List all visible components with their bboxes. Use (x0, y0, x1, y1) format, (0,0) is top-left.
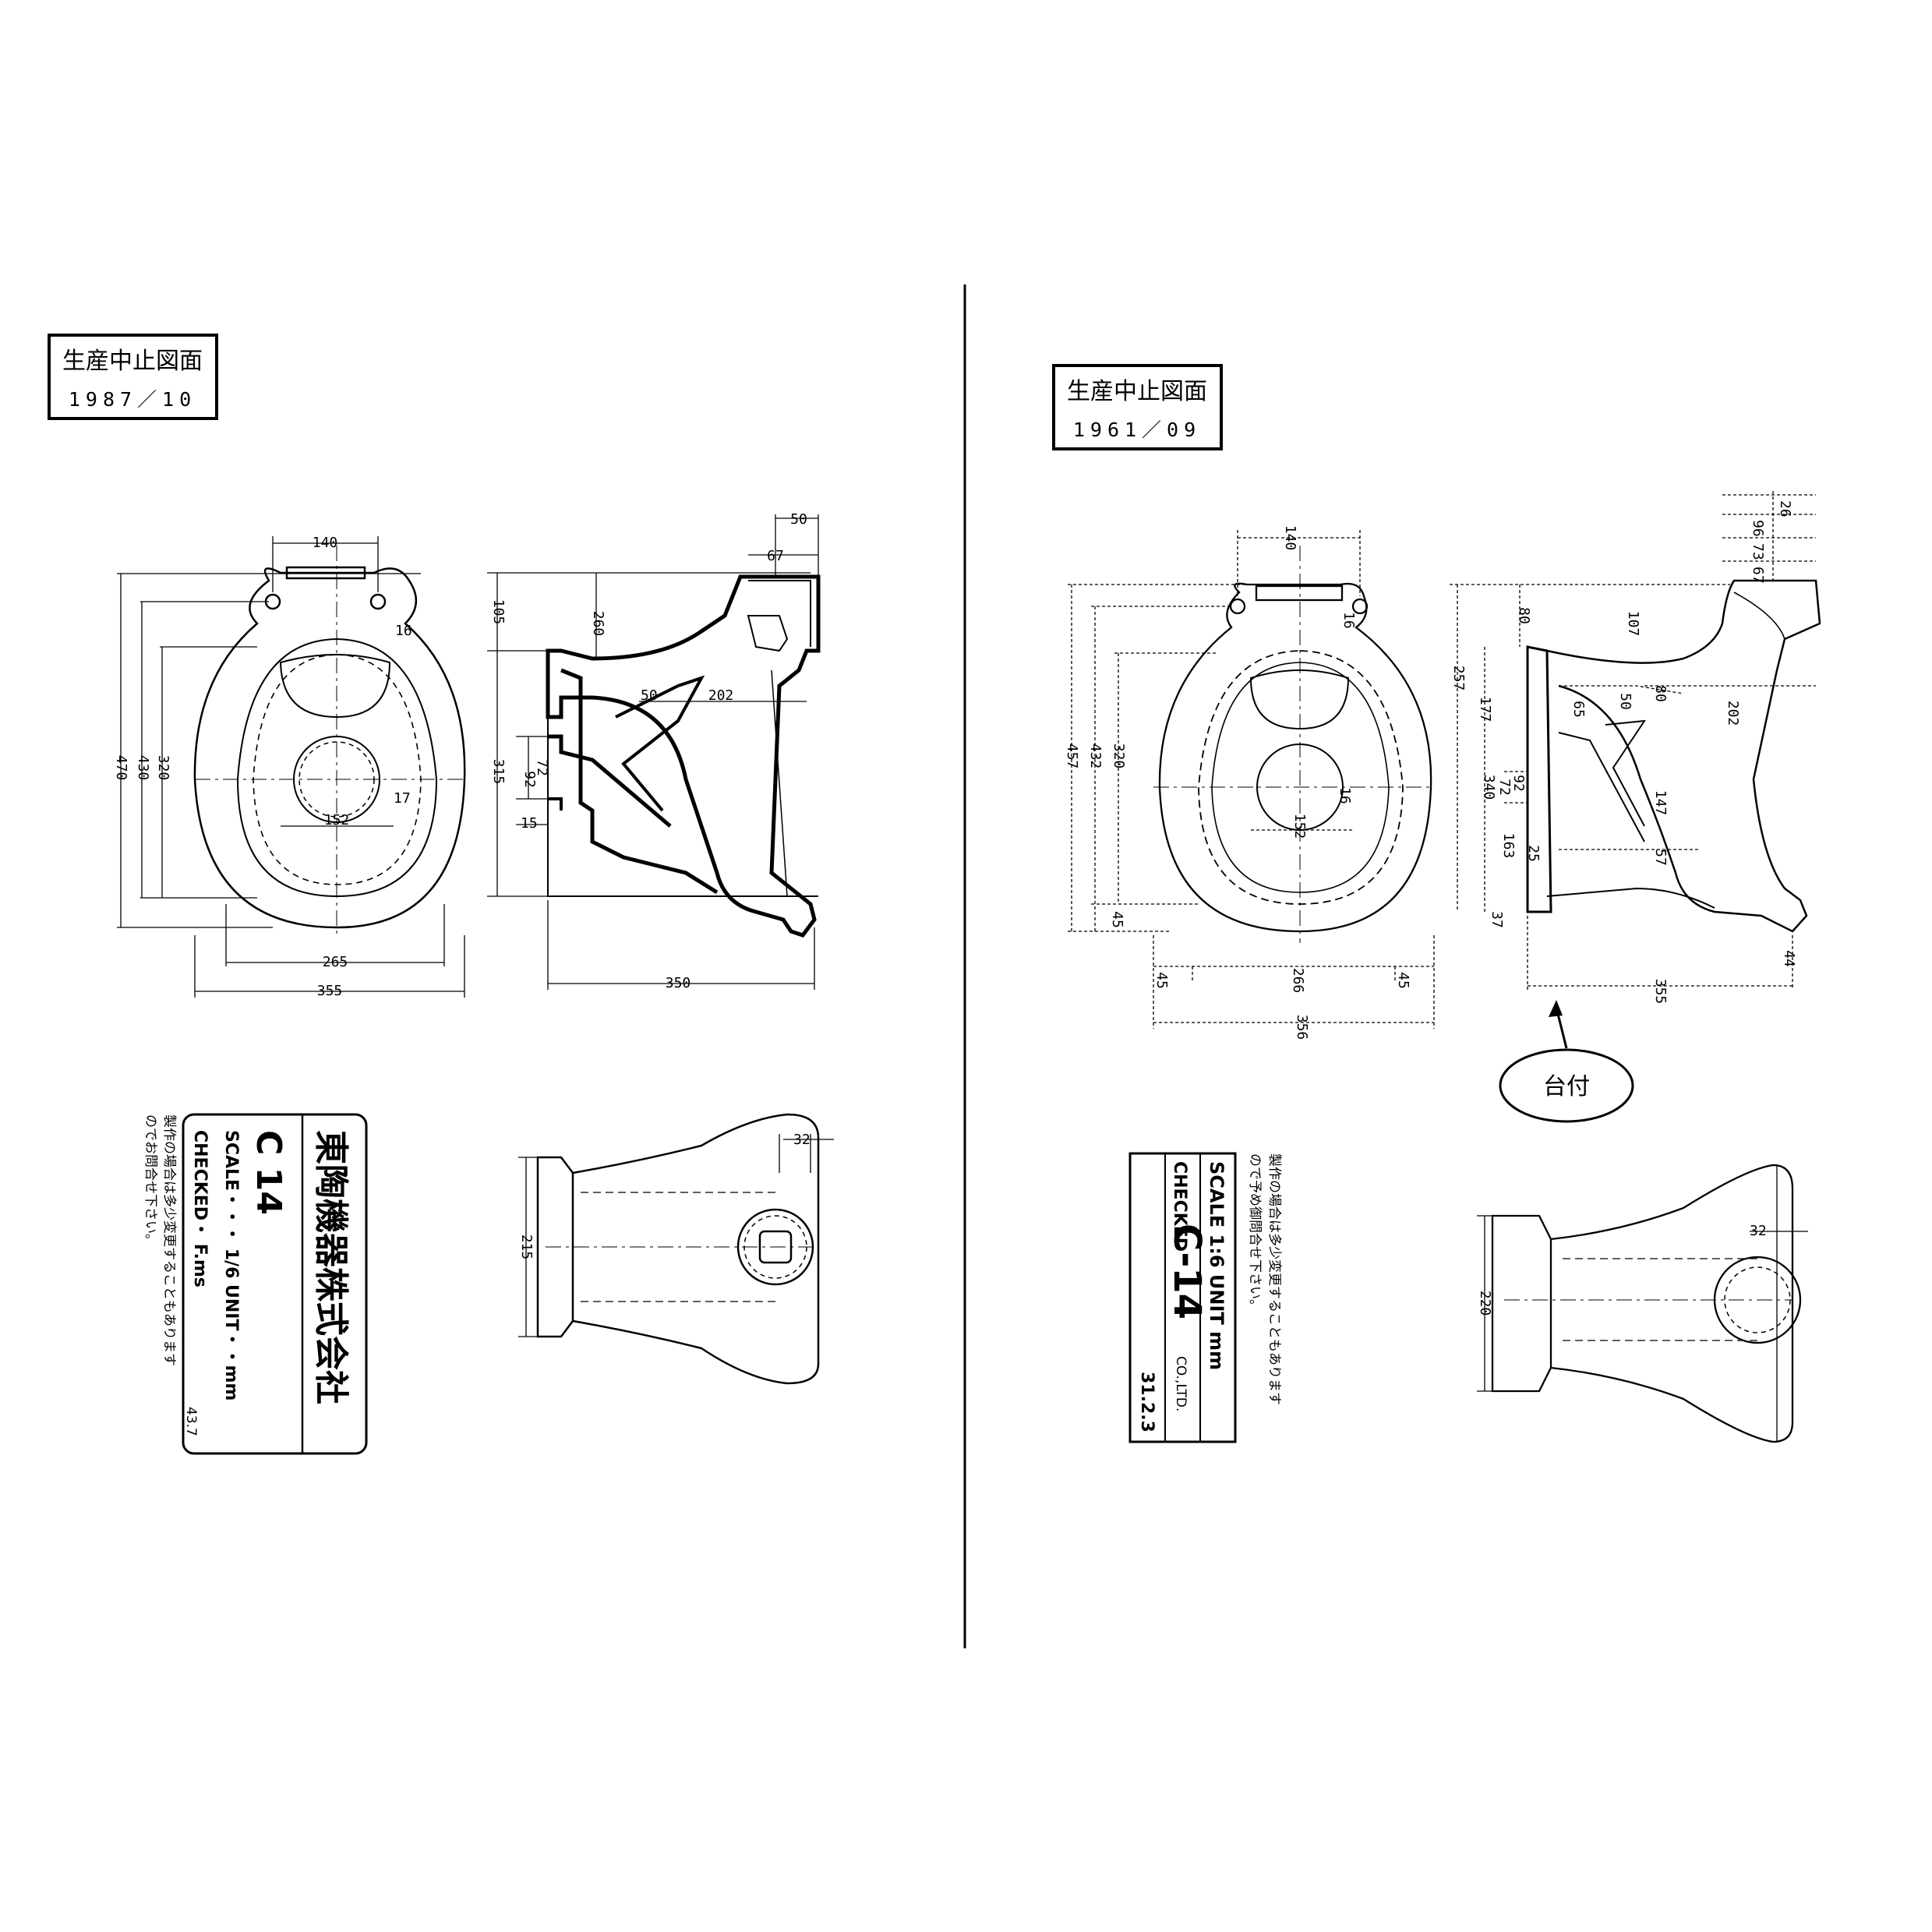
left-plan-view (193, 546, 466, 935)
dim-right-257: 257 (1450, 666, 1467, 691)
right-note-line1: 製作の場合は多少変更することもあります (1266, 1153, 1282, 1405)
right-plan-view (1153, 546, 1434, 943)
dim-right-45a: 45 (1109, 911, 1125, 928)
dim-right-340: 340 (1481, 775, 1497, 800)
right-model-number: C-14 (1165, 1224, 1209, 1319)
dim-right-45c: 45 (1395, 972, 1411, 989)
left-note-line1: 製作の場合は多少変更することもあります (161, 1114, 177, 1366)
dim-left-67: 67 (767, 548, 784, 564)
dim-right-266: 266 (1290, 968, 1306, 994)
left-discontinued-stamp: 生産中止図面 1987／10 (48, 334, 218, 420)
dim-right-457: 457 (1064, 743, 1080, 769)
dim-right-16b: 16 (1337, 787, 1353, 804)
dim-right-107: 107 (1625, 611, 1641, 637)
left-stamp-date: 1987／10 (69, 388, 196, 411)
dim-left-92: 92 (521, 771, 538, 788)
right-stamp-date: 1961／09 (1073, 419, 1201, 441)
dim-right-37: 37 (1489, 911, 1505, 928)
dim-right-50: 50 (1617, 693, 1634, 710)
left-stamp-title: 生産中止図面 (62, 348, 203, 375)
left-plan-dimensions (117, 536, 465, 998)
right-base-annotation: 台付 (1499, 1000, 1634, 1123)
right-plan-dimensions (1068, 530, 1435, 1029)
right-title-block: SCALE 1:6 UNIT mm CHECKED C-14 31.2.3 CO… (1128, 1152, 1282, 1443)
dim-left-215: 215 (518, 1234, 535, 1260)
right-front-dimensions (1477, 1215, 1808, 1392)
dim-right-152: 152 (1291, 814, 1308, 839)
dim-right-432: 432 (1087, 743, 1104, 769)
dim-right-65: 65 (1570, 701, 1587, 718)
left-scale-unit: SCALE・・・ 1/6 UNIT・・mm (221, 1130, 241, 1400)
left-side-section (546, 574, 821, 938)
base-tag-label: 台付 (1543, 1073, 1590, 1100)
right-scale-unit: SCALE 1:6 UNIT mm (1206, 1161, 1227, 1370)
dim-left-32: 32 (793, 1132, 811, 1148)
left-front-view (536, 1113, 820, 1385)
left-checked: CHECKED・ F.ms (190, 1130, 210, 1287)
right-side-dimensions (1450, 491, 1816, 990)
right-date-code: 31.2.3 (1137, 1372, 1157, 1432)
right-stamp-title: 生産中止図面 (1067, 378, 1207, 405)
dim-left-72: 72 (534, 759, 550, 776)
left-sheet-number: 43.7 (183, 1407, 199, 1436)
left-front-dimensions (518, 1139, 834, 1337)
dim-left-260: 260 (590, 611, 606, 637)
dim-right-202: 202 (1725, 701, 1741, 726)
dim-right-32: 32 (1750, 1223, 1767, 1239)
dim-left-355: 355 (317, 983, 343, 999)
left-title-block: 東陶機器株式会社 C 14 SCALE・・・ 1/6 UNIT・・mm CHEC… (143, 1113, 368, 1455)
right-front-view (1491, 1164, 1802, 1443)
dim-right-140: 140 (1282, 525, 1298, 551)
dim-right-356: 356 (1294, 1015, 1310, 1040)
dim-right-80b: 80 (1652, 685, 1669, 702)
dim-left-15: 15 (521, 815, 538, 832)
dim-right-220: 220 (1477, 1291, 1493, 1316)
dim-right-355: 355 (1652, 979, 1669, 1005)
dim-left-50b: 50 (641, 687, 658, 704)
dim-right-16: 16 (1340, 612, 1357, 629)
dim-right-177: 177 (1477, 697, 1493, 722)
left-model-number: C 14 (249, 1130, 288, 1215)
dim-left-140: 140 (313, 535, 338, 551)
dim-left-50: 50 (790, 511, 807, 528)
dim-right-96: 96 (1750, 520, 1766, 537)
left-sheet: 生産中止図面 1987／10 (48, 334, 834, 1455)
dim-left-430: 430 (135, 755, 151, 781)
dim-right-67: 67 (1750, 567, 1766, 584)
dim-right-147: 147 (1652, 790, 1669, 816)
dim-right-163: 163 (1500, 833, 1517, 859)
dim-right-73: 73 (1750, 543, 1766, 560)
right-note-line2: ので予め御問合せ下さい。 (1247, 1153, 1263, 1312)
right-sheet: 生産中止図面 1961／09 (1052, 364, 1821, 1443)
dim-left-315: 315 (490, 759, 507, 785)
dim-left-17: 17 (394, 790, 411, 807)
dim-left-350: 350 (666, 975, 691, 991)
right-checked: CHECKED (1170, 1161, 1189, 1252)
dim-left-16: 16 (395, 623, 412, 639)
dim-left-470: 470 (113, 755, 129, 781)
dim-right-92: 92 (1510, 775, 1527, 792)
right-side-section (1526, 579, 1821, 933)
right-ltd: CO.,LTD. (1173, 1356, 1189, 1411)
dim-left-320: 320 (155, 755, 171, 781)
base-tag-ellipse (1499, 1048, 1634, 1123)
dim-left-265: 265 (323, 954, 348, 970)
dim-right-72: 72 (1496, 779, 1513, 796)
dim-right-25: 25 (1525, 845, 1542, 862)
dim-right-45b: 45 (1153, 972, 1170, 989)
left-company-name: 東陶機器株式会社 (311, 1130, 351, 1404)
dim-left-105: 105 (490, 599, 507, 625)
dim-right-26: 26 (1777, 500, 1793, 517)
left-note-line2: のでお問合せ下さい。 (143, 1114, 158, 1247)
dim-right-320: 320 (1111, 743, 1127, 769)
dim-left-152: 152 (324, 812, 350, 828)
dim-right-44: 44 (1781, 950, 1797, 967)
left-side-dimensions (487, 514, 819, 990)
dim-right-80: 80 (1516, 607, 1532, 624)
right-discontinued-stamp: 生産中止図面 1961／09 (1052, 364, 1223, 450)
dim-right-57: 57 (1652, 849, 1669, 866)
dim-left-202: 202 (708, 687, 734, 704)
